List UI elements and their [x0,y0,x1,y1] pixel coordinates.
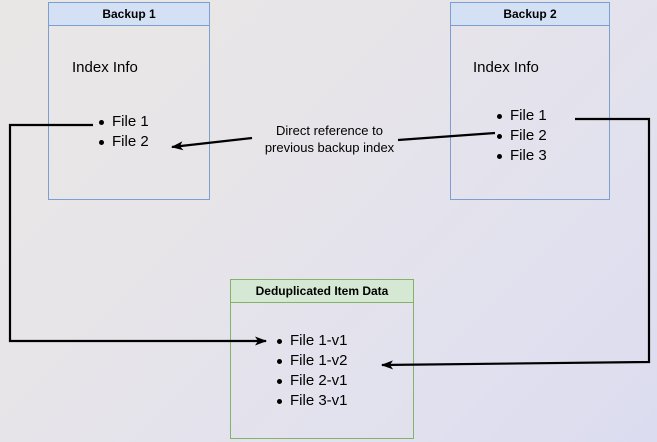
backup-2-index-info-label: Index Info [473,59,539,76]
node-deduplicated-item-data[interactable]: Deduplicated Item Data File 1-v1 File 1-… [230,279,414,439]
node-dedup-body: File 1-v1 File 1-v2 File 2-v1 File 3-v1 [230,303,414,439]
annotation-direct-reference: Direct reference to previous backup inde… [247,122,412,156]
list-item: File 2 [495,126,547,146]
list-item: File 3 [495,146,547,166]
node-backup-2[interactable]: Backup 2 Index Info File 1 File 2 File 3 [450,2,610,200]
backup-1-index-info-label: Index Info [72,59,138,76]
list-item: File 1 [495,106,547,126]
annotation-direct-reference-line-2: previous backup index [264,140,395,155]
annotation-direct-reference-line-1: Direct reference to [276,123,383,138]
node-backup-1-body: Index Info File 1 File 2 [48,26,210,200]
list-item: File 2-v1 [275,371,348,391]
list-item: File 1-v1 [275,331,348,351]
node-backup-2-body: Index Info File 1 File 2 File 3 [450,26,610,200]
list-item: File 1 [97,112,149,132]
node-backup-1[interactable]: Backup 1 Index Info File 1 File 2 [48,2,210,200]
node-dedup-header: Deduplicated Item Data [230,279,414,303]
backup-1-file-list: File 1 File 2 [97,112,149,152]
list-item: File 2 [97,132,149,152]
node-backup-1-header: Backup 1 [48,2,210,26]
dedup-file-list: File 1-v1 File 1-v2 File 2-v1 File 3-v1 [275,331,348,411]
list-item: File 3-v1 [275,391,348,411]
list-item: File 1-v2 [275,351,348,371]
node-backup-2-header: Backup 2 [450,2,610,26]
backup-2-file-list: File 1 File 2 File 3 [495,106,547,166]
